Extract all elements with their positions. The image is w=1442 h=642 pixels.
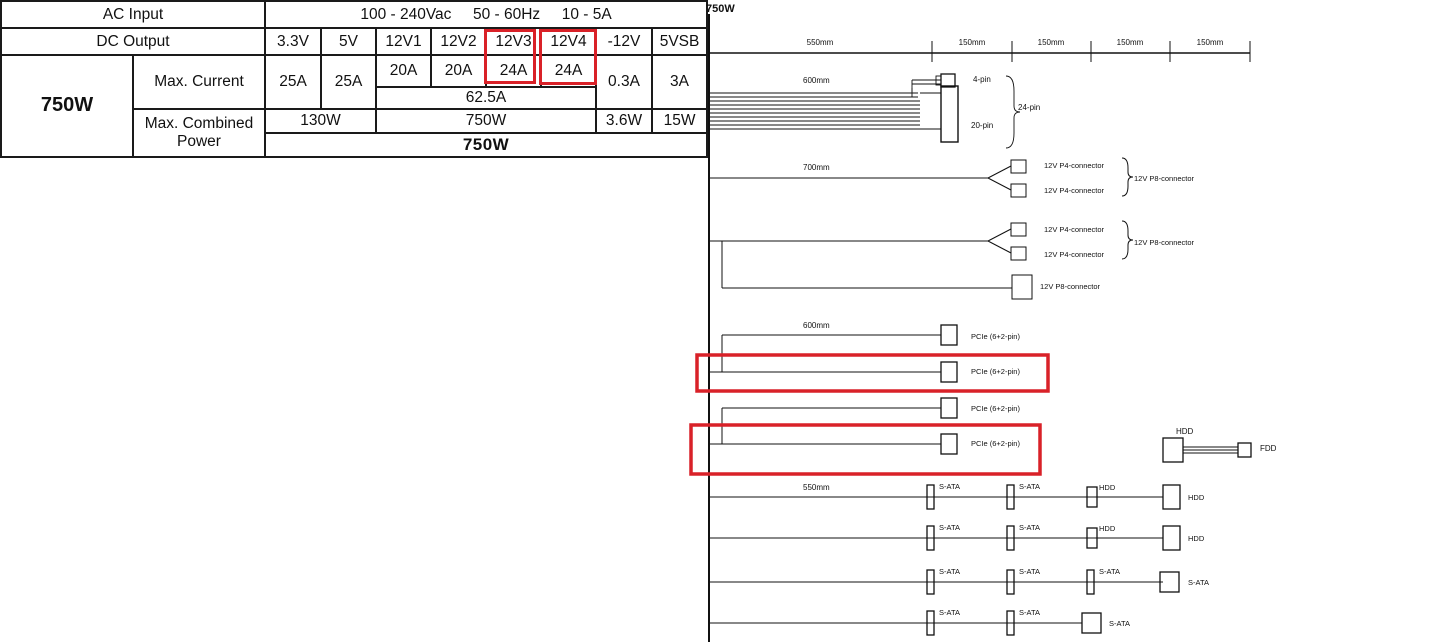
- current-cell: 25A: [320, 53, 377, 111]
- sata-label: S-ATA: [1019, 608, 1040, 617]
- dc-output-label: DC Output: [0, 27, 266, 56]
- total-power: 750W: [263, 131, 709, 159]
- rail-header: 12V3: [485, 27, 542, 56]
- twelve-v-combined-current: 62.5A: [375, 86, 597, 111]
- diagram-title: 750W: [706, 3, 735, 15]
- current-cell: 3A: [650, 53, 709, 111]
- ruler-label: 150mm: [1197, 38, 1224, 47]
- pcie-label: PCIe (6+2-pin): [971, 367, 1020, 376]
- combined-power-neg12v: 3.6W: [595, 108, 653, 134]
- cpu-cable-1: [709, 157, 1134, 198]
- pcie-label: PCIe (6+2-pin): [971, 439, 1020, 448]
- cpu1-p4-b: 12V P4-connector: [1044, 186, 1105, 195]
- pcie-label: PCIe (6+2-pin): [971, 404, 1020, 413]
- rail-header: 5VSB: [650, 27, 709, 56]
- ruler-label: 150mm: [959, 38, 986, 47]
- cpu1-length: 700mm: [803, 163, 830, 172]
- highlight-pcie-1: [695, 353, 1050, 393]
- sata-label: S-ATA: [1099, 567, 1120, 576]
- pcie-length: 600mm: [803, 321, 830, 330]
- atx-20pin-label: 20-pin: [971, 121, 993, 130]
- hdd-label: HDD: [1188, 534, 1205, 543]
- current-cell: 25A: [264, 53, 322, 111]
- ac-input-value: 100 - 240Vac 50 - 60Hz 10 - 5A: [263, 0, 709, 30]
- atx-4pin-label: 4-pin: [973, 75, 991, 84]
- atx-length: 600mm: [803, 76, 830, 85]
- sata-label: S-ATA: [939, 608, 960, 617]
- cpu2-p8-label: 12V P8-connector: [1134, 238, 1195, 247]
- sata-label: S-ATA: [1188, 578, 1209, 587]
- molex-fdd-adapter: [1162, 437, 1252, 463]
- current-cell: 20A: [430, 53, 487, 89]
- ruler-label: 150mm: [1038, 38, 1065, 47]
- combined-power-12v: 750W: [375, 108, 597, 134]
- cpu2-p4-b: 12V P4-connector: [1044, 250, 1105, 259]
- rail-header: 3.3V: [264, 27, 322, 56]
- cpu2-p4-a: 12V P4-connector: [1044, 225, 1105, 234]
- hdd-label: HDD: [1099, 483, 1116, 492]
- hdd-label: HDD: [1188, 493, 1205, 502]
- cpu1-p8-label: 12V P8-connector: [1134, 174, 1195, 183]
- highlight-pcie-2: [689, 423, 1042, 476]
- rail-header: -12V: [595, 27, 653, 56]
- combined-power-5vsb: 15W: [650, 108, 709, 134]
- length-ruler: [709, 41, 1251, 62]
- sata-label: S-ATA: [1019, 567, 1040, 576]
- highlight-12v4: [539, 29, 597, 85]
- max-combined-power-label: Max. Combined Power: [132, 108, 266, 158]
- cpu2-eps-label: 12V P8-connector: [1040, 282, 1101, 291]
- ruler-label: 550mm: [807, 38, 834, 47]
- atx-24pin-cable: [709, 73, 1021, 149]
- rail-header: 5V: [320, 27, 377, 56]
- sata-label: S-ATA: [939, 523, 960, 532]
- sata-label: S-ATA: [939, 567, 960, 576]
- ruler-label: 150mm: [1117, 38, 1144, 47]
- current-cell: 20A: [375, 53, 432, 89]
- adapter-in-label: HDD: [1176, 427, 1194, 436]
- combined-power-3v3-5v: 130W: [264, 108, 377, 134]
- max-current-label: Max. Current: [132, 53, 266, 111]
- peripheral-cable-2: [709, 525, 1181, 551]
- cpu1-p4-a: 12V P4-connector: [1044, 161, 1105, 170]
- highlight-12v3: [484, 29, 536, 84]
- current-cell: 0.3A: [595, 53, 653, 111]
- peripheral-cable-1: [709, 484, 1181, 510]
- sata-label: S-ATA: [1019, 482, 1040, 491]
- peripheral-length: 550mm: [803, 483, 830, 492]
- hdd-label: HDD: [1099, 524, 1116, 533]
- cpu-cable-2: [709, 220, 1134, 300]
- ac-input-label: AC Input: [0, 0, 266, 30]
- pcie-label: PCIe (6+2-pin): [971, 332, 1020, 341]
- adapter-out-label: FDD: [1260, 444, 1277, 453]
- rail-header: 12V1: [375, 27, 432, 56]
- sata-label: S-ATA: [939, 482, 960, 491]
- peripheral-cable-4: [709, 610, 1102, 636]
- peripheral-cable-3: [709, 569, 1180, 595]
- sata-label: S-ATA: [1109, 619, 1130, 628]
- atx-24pin-label: 24-pin: [1018, 103, 1040, 112]
- model-cell: 750W: [0, 53, 134, 159]
- sata-label: S-ATA: [1019, 523, 1040, 532]
